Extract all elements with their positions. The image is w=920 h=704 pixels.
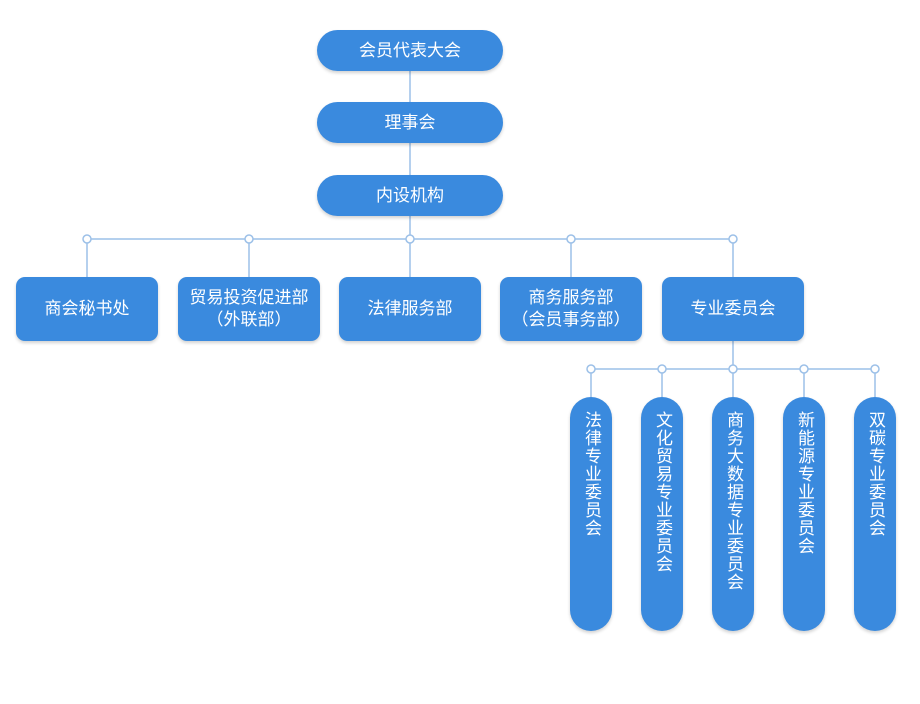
department-node-business-services: 商务服务部 （会员事务部）	[500, 277, 642, 341]
committee-node-legal: 法律专业委员会	[570, 397, 612, 631]
committee-label: 文化贸易专业委员会	[652, 411, 672, 573]
council-node: 理事会	[317, 102, 503, 143]
junction-dot	[405, 234, 415, 244]
department-node-legal-services: 法律服务部	[339, 277, 481, 341]
committee-label: 双碳专业委员会	[865, 411, 885, 537]
department-label: 法律服务部	[367, 299, 453, 319]
committee-node-new-energy: 新能源专业委员会	[783, 397, 825, 631]
junction-dot	[657, 364, 667, 374]
department-label: 商会秘书处	[44, 299, 130, 319]
assembly-node: 会员代表大会	[317, 30, 503, 71]
junction-dot	[870, 364, 880, 374]
department-label: 贸易投资促进部	[189, 288, 309, 308]
committee-node-dual-carbon: 双碳专业委员会	[854, 397, 896, 631]
junction-dot	[728, 364, 738, 374]
department-node-secretariat: 商会秘书处	[16, 277, 158, 341]
junction-dot	[728, 234, 738, 244]
department-node-trade-promotion: 贸易投资促进部 （外联部）	[178, 277, 320, 341]
junction-dot	[244, 234, 254, 244]
department-label: 专业委员会	[690, 299, 776, 319]
committee-node-cultural-trade: 文化贸易专业委员会	[641, 397, 683, 631]
junction-dot	[799, 364, 809, 374]
department-sublabel: （会员事务部）	[511, 310, 631, 330]
department-node-committees: 专业委员会	[662, 277, 804, 341]
junction-dot	[566, 234, 576, 244]
assembly-label: 会员代表大会	[359, 40, 461, 61]
internal-structure-label: 内设机构	[376, 185, 444, 206]
committee-node-big-data: 商务大数据专业委员会	[712, 397, 754, 631]
department-label: 商务服务部	[528, 288, 614, 308]
committee-label: 法律专业委员会	[581, 411, 601, 537]
internal-structure-node: 内设机构	[317, 175, 503, 216]
junction-dot	[82, 234, 92, 244]
department-sublabel: （外联部）	[206, 310, 292, 330]
junction-dot	[586, 364, 596, 374]
council-label: 理事会	[384, 112, 436, 133]
committee-label: 新能源专业委员会	[794, 411, 814, 555]
committee-label: 商务大数据专业委员会	[723, 411, 743, 591]
